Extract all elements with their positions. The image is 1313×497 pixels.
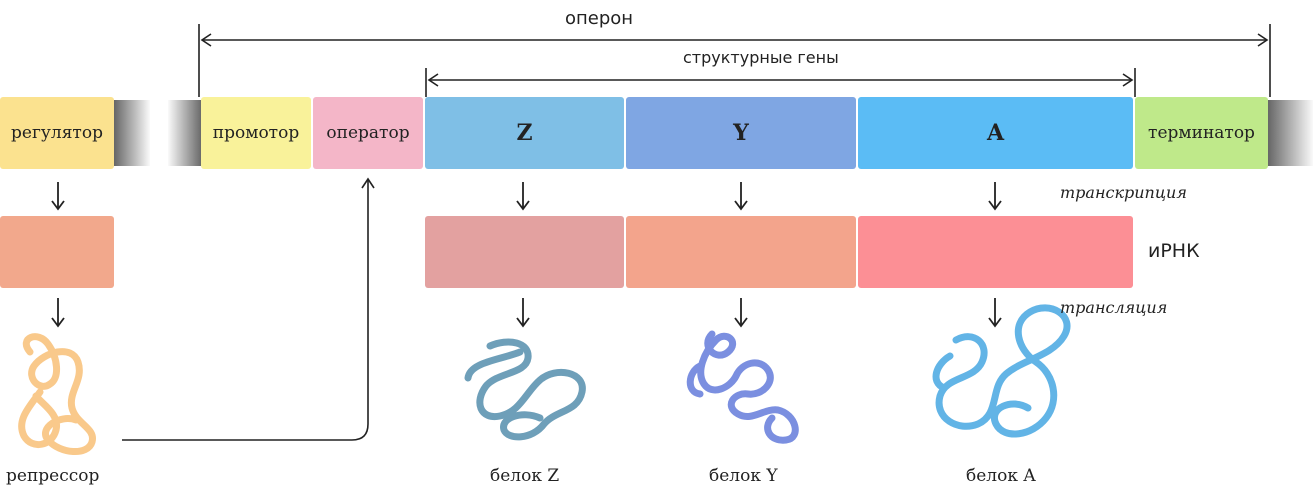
structural-genes-label: структурные гены: [683, 48, 839, 67]
transcription-label: транскрипция: [1060, 183, 1187, 202]
gene-y: Y: [626, 97, 856, 169]
protein-z-label: белок Z: [490, 466, 560, 486]
translation-label: трансляция: [1060, 298, 1168, 317]
arrow-a-translation: [988, 298, 1002, 328]
arrow-y-transcription: [734, 182, 748, 211]
arrow-z-translation: [516, 298, 530, 328]
down-arrows: [51, 182, 1002, 328]
protein-y: [686, 330, 799, 444]
operon-bracket: [198, 24, 1271, 97]
protein-a: [932, 304, 1071, 438]
arrow-a-transcription: [988, 182, 1002, 211]
protein-z: [464, 338, 586, 441]
dna-strand-left-of-promoter: [168, 100, 202, 166]
regulator-gene: регулятор: [0, 97, 114, 169]
mrna-a: [858, 216, 1133, 288]
mrna-z: [425, 216, 624, 288]
mrna-y: [626, 216, 856, 288]
repressor-protein: [18, 333, 96, 455]
arrow-regulator-to-mrna: [51, 182, 65, 211]
repressor-label: репрессор: [6, 466, 100, 486]
promoter: промотор: [201, 97, 311, 169]
dna-strand-right-of-regulator: [114, 100, 150, 166]
structural-genes-bracket: [425, 68, 1136, 97]
arrow-mrna-to-repressor: [51, 298, 65, 328]
arrow-z-transcription: [516, 182, 530, 211]
protein-y-label: белок Y: [709, 466, 778, 486]
repressor-to-operator-arrow: [122, 177, 375, 441]
regulator-mrna: [0, 216, 114, 288]
operator: оператор: [313, 97, 423, 169]
arrow-y-translation: [734, 298, 748, 328]
gene-z: Z: [425, 97, 624, 169]
mrna-label: иРНК: [1148, 240, 1200, 262]
operon-label: оперон: [565, 8, 634, 29]
gene-a: A: [858, 97, 1133, 169]
dna-strand-right-of-terminator: [1268, 100, 1313, 166]
terminator: терминатор: [1135, 97, 1268, 169]
protein-a-label: белок A: [966, 466, 1036, 486]
